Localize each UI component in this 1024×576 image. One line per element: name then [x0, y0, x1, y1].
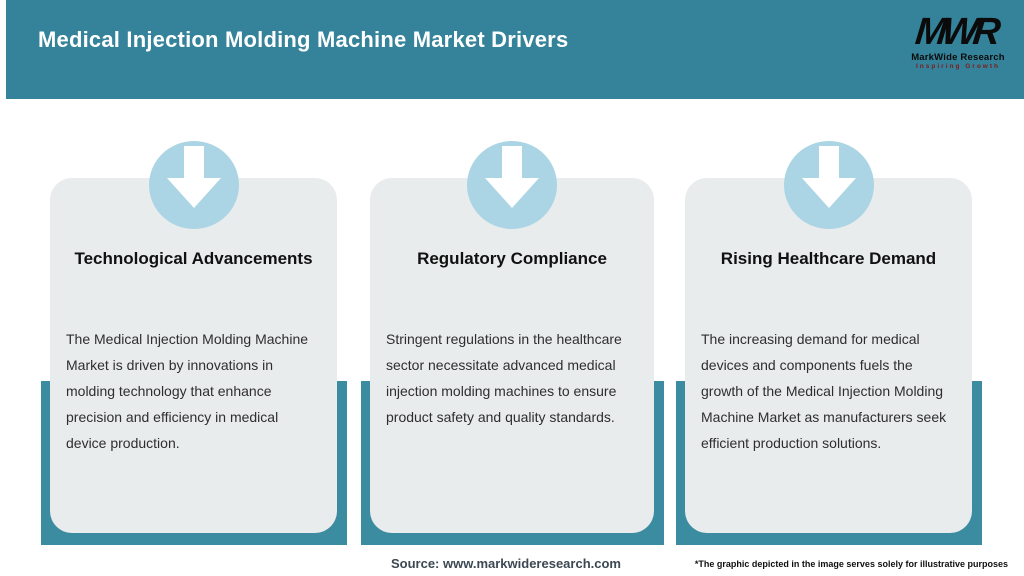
- logo-monogram: MWR: [913, 11, 998, 54]
- logo-tagline: Inspiring Growth: [916, 63, 1000, 71]
- header-bar: Medical Injection Molding Machine Market…: [6, 0, 1024, 99]
- logo-name: MarkWide Research: [911, 51, 1005, 63]
- source-text: Source: www.markwideresearch.com: [390, 556, 621, 571]
- driver-card-technological-advancements: Technological Advancements The Medical I…: [41, 141, 347, 545]
- card-panel: Technological Advancements The Medical I…: [50, 178, 337, 533]
- card-title: Regulatory Compliance: [417, 249, 607, 268]
- page-title: Medical Injection Molding Machine Market…: [38, 26, 569, 52]
- markwide-logo: MWR MarkWide Research Inspiring Growth: [908, 11, 1008, 71]
- down-arrow-icon: [783, 141, 874, 229]
- card-title: Rising Healthcare Demand: [720, 249, 937, 268]
- card-title: Technological Advancements: [74, 249, 313, 268]
- card-panel: Regulatory Compliance Stringent regulati…: [370, 178, 654, 533]
- driver-card-regulatory-compliance: Regulatory Compliance Stringent regulati…: [361, 141, 664, 545]
- card-body-text: The increasing demand for medical device…: [701, 331, 947, 451]
- card-body-text: The Medical Injection Molding Machine Ma…: [66, 331, 309, 451]
- down-arrow-icon: [467, 141, 557, 229]
- down-arrow-icon: [148, 141, 239, 229]
- card-panel: Rising Healthcare Demand The increasing …: [685, 178, 972, 533]
- driver-card-rising-healthcare-demand: Rising Healthcare Demand The increasing …: [676, 141, 982, 545]
- card-body-text: Stringent regulations in the healthcare …: [386, 331, 622, 425]
- disclaimer-text: *The graphic depicted in the image serve…: [694, 559, 1008, 569]
